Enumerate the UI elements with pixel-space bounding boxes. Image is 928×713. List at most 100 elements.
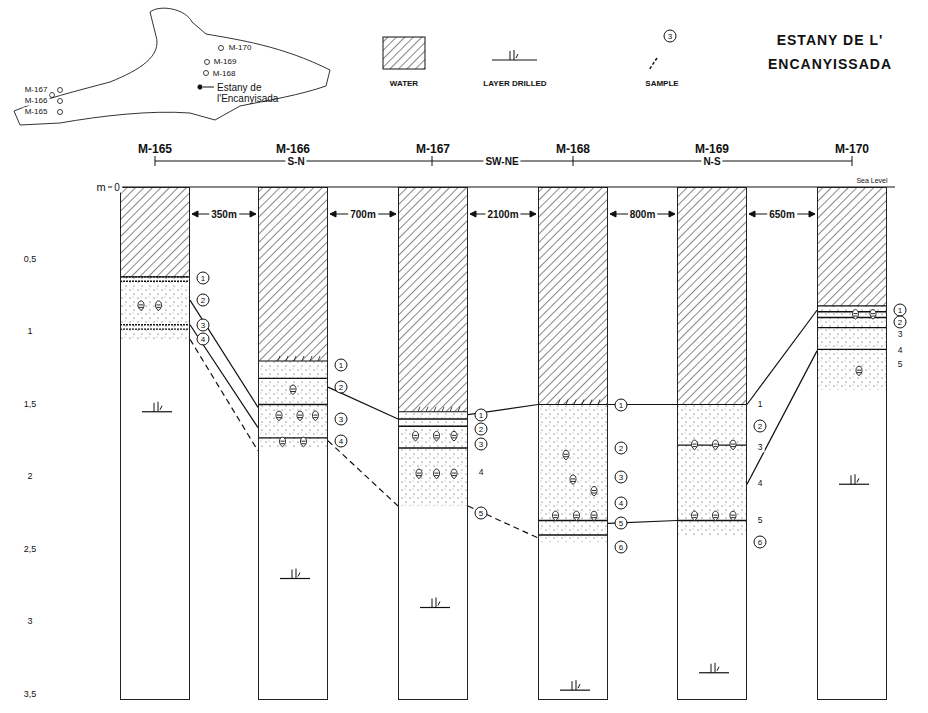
sea-level-label: Sea Level	[854, 177, 889, 185]
sample-number: 2	[475, 423, 488, 436]
layer-boundary	[817, 311, 887, 312]
shell-symbol	[312, 411, 318, 421]
map-label: M-169	[212, 58, 239, 67]
water-fill	[120, 187, 190, 277]
water-fill	[258, 187, 328, 361]
layer-boundary	[677, 520, 747, 521]
layer-boundary	[538, 520, 608, 521]
layer-boundary	[120, 276, 190, 277]
correlation-line	[328, 441, 398, 506]
layer-boundary	[120, 281, 190, 282]
borehole-column: M-170	[817, 187, 887, 700]
water-fill	[398, 187, 468, 412]
drill-mark	[426, 407, 428, 412]
direction-label: S-N	[285, 156, 306, 167]
drilled-layer-symbol	[142, 411, 172, 412]
shell-symbol	[591, 487, 597, 497]
sample-number: 6	[615, 540, 628, 553]
borehole-label: M-169	[678, 142, 746, 156]
shell-symbol	[138, 301, 144, 311]
sample-number: 6	[754, 536, 767, 549]
water-bottom	[258, 360, 328, 361]
shell-symbol	[433, 469, 439, 479]
distance-label: 800m	[628, 209, 658, 220]
place-name: Estany de l'Encanyisada	[215, 82, 289, 104]
lagoon-outline	[14, 8, 330, 125]
layer-boundary	[120, 328, 190, 329]
sample-number: 1	[335, 359, 348, 372]
sample-number: 1	[756, 400, 765, 409]
drilled-layer-symbol	[280, 578, 310, 579]
shell-symbol	[416, 469, 422, 479]
drill-mark	[434, 407, 436, 412]
sample-number: 4	[197, 333, 210, 346]
drilled-layer-symbol	[432, 598, 440, 608]
borehole-label: M-168	[539, 142, 607, 156]
layer-boundary	[817, 349, 887, 350]
shell-symbol	[730, 440, 736, 450]
sediment-fill	[258, 361, 328, 448]
map-label: M-166	[23, 97, 50, 106]
bar-tick	[573, 156, 574, 166]
borehole-label: M-167	[399, 142, 467, 156]
arrowhead	[250, 211, 256, 217]
layer-boundary	[120, 324, 190, 325]
water-bottom	[398, 411, 468, 412]
shell-symbol	[563, 450, 569, 460]
borehole-column: M-167	[398, 187, 468, 700]
sample-number: 4	[335, 434, 348, 447]
legend-text: SAMPLE	[643, 79, 680, 88]
arrowhead	[390, 211, 396, 217]
map-label: M-167	[23, 86, 50, 95]
drill-mark	[450, 407, 452, 412]
sample-number: 5	[896, 361, 905, 370]
layer-boundary	[398, 447, 468, 448]
arrowhead	[192, 211, 198, 217]
drilled-layer-symbol	[572, 680, 580, 690]
correlation-line	[747, 310, 817, 404]
sample-number: 3	[896, 330, 905, 339]
location-dot	[198, 85, 202, 89]
shell-symbol	[300, 437, 306, 447]
shell-symbol	[552, 511, 558, 521]
borehole-column: M-166	[258, 187, 328, 700]
shell-symbol	[591, 511, 597, 521]
layer-boundary	[677, 444, 747, 445]
shell-symbol	[856, 366, 862, 376]
sample-swatch	[649, 58, 657, 70]
axis-label: 0	[112, 182, 122, 193]
distance-label: 700m	[348, 209, 378, 220]
borehole-column: M-169	[677, 187, 747, 700]
water-swatch	[383, 37, 425, 69]
drilled-layer-swatch	[510, 50, 518, 60]
sample-number: 5	[756, 516, 765, 525]
sea-level-line	[108, 186, 895, 187]
legend-text: WATER	[388, 79, 420, 88]
borehole-column: M-168	[538, 187, 608, 700]
correlation-line	[747, 351, 817, 484]
drill-mark	[442, 407, 444, 412]
map-label: M-168	[211, 70, 238, 79]
shell-symbol	[433, 431, 439, 441]
shell-symbol	[691, 511, 697, 521]
drill-mark	[278, 356, 280, 361]
correlation-line	[468, 506, 538, 538]
borehole-marker	[205, 60, 210, 65]
arrowhead	[470, 211, 476, 217]
distance-label: 2100m	[485, 209, 520, 220]
shell-symbol	[712, 511, 718, 521]
drilled-layer-symbol	[154, 402, 162, 412]
axis-label: 0,5	[22, 255, 39, 265]
arrowhead	[749, 211, 755, 217]
layer-boundary	[258, 378, 328, 379]
drill-mark	[302, 356, 304, 361]
borehole-label: M-165	[121, 142, 189, 156]
axis-label: 3,5	[22, 690, 39, 700]
water-bottom	[538, 404, 608, 405]
sample-number: 1	[475, 408, 488, 421]
shell-symbol	[451, 431, 457, 441]
borehole-marker	[58, 110, 63, 115]
water-fill	[817, 187, 887, 306]
drilled-layer-symbol	[851, 474, 859, 484]
shell-symbol	[451, 469, 457, 479]
